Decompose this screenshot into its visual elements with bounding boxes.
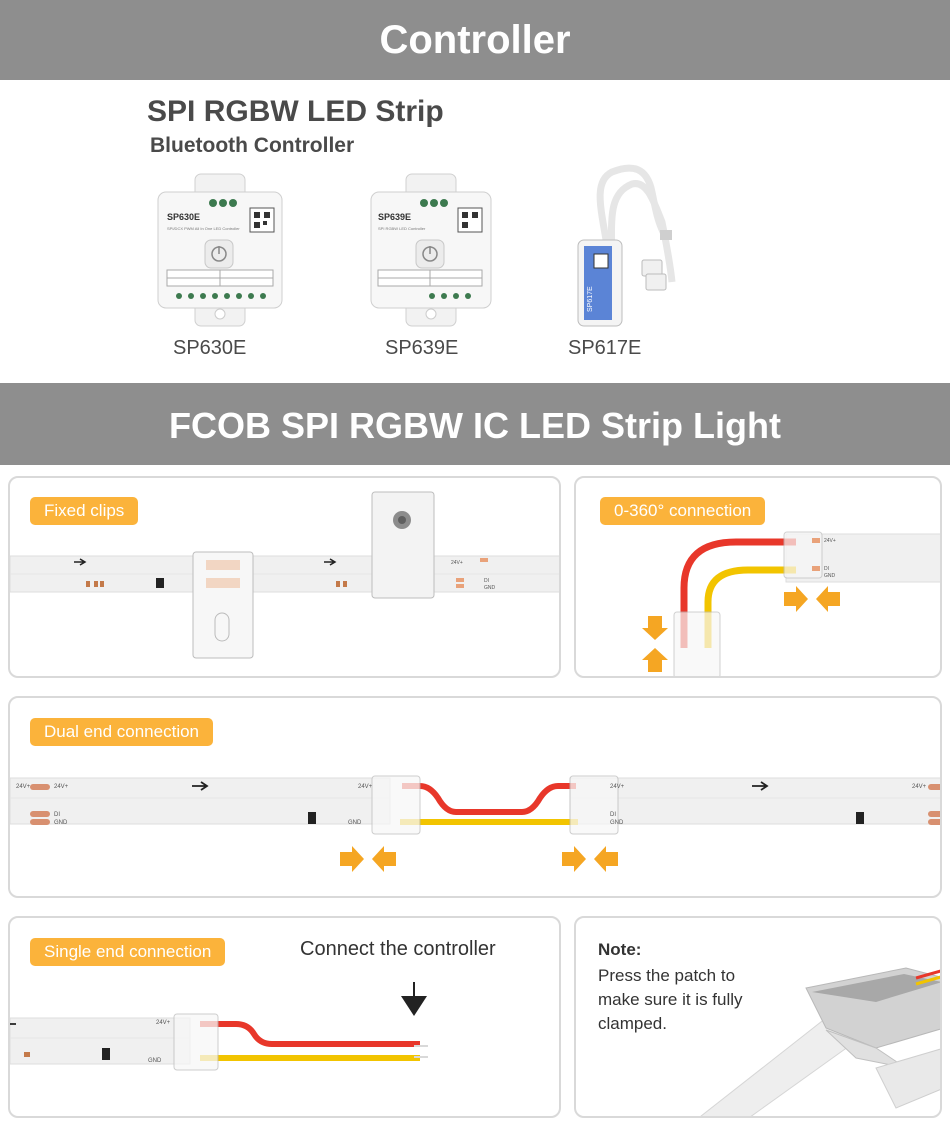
sp630e-device-name: SP630E xyxy=(167,212,200,222)
dual-end-gnd-mark-mid-right: GND xyxy=(610,820,624,826)
tag-0-360-connection: 0-360° connection xyxy=(600,497,766,525)
controller-section-title: SPI RGBW LED Strip xyxy=(147,95,444,128)
fixed-clips-illustration: 24V+ DI GND xyxy=(10,491,559,659)
sp617e-device-image: SP617E xyxy=(577,164,676,327)
tag-fixed-clips: Fixed clips xyxy=(30,497,139,525)
single-end-plus-mark: 24V+ xyxy=(156,1020,171,1026)
single-end-gnd-mark: GND xyxy=(148,1058,162,1064)
sp639e-device-image: SP639E SPI RGBW LED Controller xyxy=(370,173,492,327)
dual-end-gnd-mark-mid-left: GND xyxy=(348,820,362,826)
sp639e-device-name: SP639E xyxy=(378,212,411,222)
connect-controller-label: Connect the controller xyxy=(300,938,496,960)
connection-360-gnd-mark: GND xyxy=(824,573,836,579)
controller-banner: Controller xyxy=(0,0,950,80)
product-label-sp639e: SP639E xyxy=(385,337,459,359)
fixed-clips-di-mark: DI xyxy=(484,578,489,584)
dual-end-gnd-mark-left: GND xyxy=(54,820,68,826)
connection-360-plus-mark: 24V+ xyxy=(824,538,836,544)
single-end-panel: 24V+ GND Single end connection xyxy=(8,916,561,1118)
dual-end-panel: 24V+ 24V+ DI GND 24V+ GND 24V+ DI GND 24… xyxy=(8,696,942,898)
tag-dual-end-connection: Dual end connection xyxy=(30,718,214,746)
note-title: Note: xyxy=(598,940,642,959)
dual-end-di-mark-mid-right: DI xyxy=(610,812,616,818)
fixed-clips-plus-mark: 24V+ xyxy=(451,560,463,566)
dual-end-plus-mark-mid-left: 24V+ xyxy=(358,784,373,790)
connection-360-illustration: 24V+ DI GND xyxy=(642,531,940,676)
dual-end-di-mark-left: DI xyxy=(54,812,60,818)
fixed-clips-panel: 24V+ DI GND Fixed clips xyxy=(8,476,561,678)
note-panel xyxy=(574,916,942,1118)
connection-360-di-mark: DI xyxy=(824,566,829,572)
single-end-illustration: 24V+ GND xyxy=(10,982,428,1071)
dual-end-plus-mark-right: 24V+ xyxy=(912,784,927,790)
sp617e-device-name: SP617E xyxy=(587,286,594,312)
fixed-clips-gnd-mark: GND xyxy=(484,585,496,591)
dual-end-plus-mark-left: 24V+ xyxy=(16,784,31,790)
sp630e-device-image: SP630E SPI/DCX PWM All In One LED Contro… xyxy=(157,173,283,327)
dual-end-plus-mark-mid-right: 24V+ xyxy=(610,784,625,790)
dual-end-plus-mark-left-2: 24V+ xyxy=(54,784,69,790)
controller-section-subtitle: Bluetooth Controller xyxy=(150,134,355,157)
note-text: Press the patch to make sure it is fully… xyxy=(598,966,743,1033)
product-label-sp617e: SP617E xyxy=(568,337,642,359)
connection-360-panel: 24V+ DI GND 0-360° connection xyxy=(574,476,942,678)
product-label-sp630e: SP630E xyxy=(173,337,247,359)
strip-banner: FCOB SPI RGBW IC LED Strip Light xyxy=(0,383,950,465)
sp630e-device-desc: SPI/DCX PWM All In One LED Controller xyxy=(167,226,240,231)
sp639e-device-desc: SPI RGBW LED Controller xyxy=(378,226,426,231)
clamp-press-illustration xyxy=(700,967,940,1116)
tag-single-end-connection: Single end connection xyxy=(30,938,226,966)
dual-end-illustration: 24V+ 24V+ DI GND 24V+ GND 24V+ DI GND 24… xyxy=(10,775,940,872)
